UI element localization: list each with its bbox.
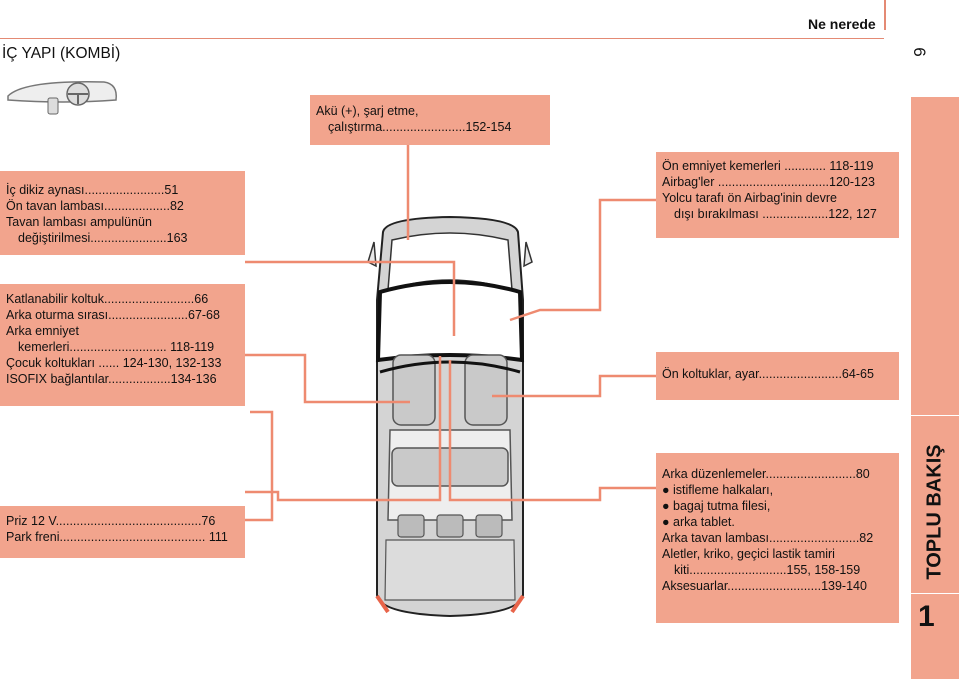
- leader-line-interior-mirror: [245, 260, 456, 336]
- callout-line: Akü (+), şarj etme,: [316, 104, 419, 118]
- leader-line-socket: [245, 410, 274, 522]
- callout-line: İç dikiz aynası.......................51: [6, 183, 179, 197]
- callout-line: Arka emniyet: [6, 324, 79, 338]
- van-body-illustration: [367, 215, 533, 618]
- callout-line: ISOFIX bağlantılar..................134-…: [6, 372, 217, 386]
- callout-line: Aksesuarlar...........................13…: [662, 579, 867, 593]
- chapter-number-divider: [911, 593, 959, 594]
- leader-line-rear-fittings: [448, 360, 656, 502]
- side-tab-divider: [911, 415, 959, 416]
- callout-line: Ön koltuklar, ayar......................…: [662, 367, 874, 381]
- callout-line: Priz 12 V...............................…: [6, 514, 216, 528]
- callout-line: Tavan lambası ampulünün: [6, 215, 152, 229]
- callout-battery: Akü (+), şarj etme, çalıştırma..........…: [310, 95, 550, 145]
- callout-line: Arka düzenlemeler.......................…: [662, 467, 870, 481]
- callout-front-seats: Ön koltuklar, ayar......................…: [656, 352, 899, 400]
- dashboard-icon: [7, 81, 117, 115]
- callout-line: ● arka tablet.: [662, 515, 735, 529]
- callout-line: kiti............................155, 158…: [674, 563, 861, 577]
- callout-interior-mirror: İç dikiz aynası.......................51…: [0, 171, 245, 255]
- callout-rear-fittings: Arka düzenlemeler.......................…: [656, 453, 899, 623]
- chapter-side-tab: [911, 97, 959, 679]
- callout-rear-seats: Katlanabilir koltuk.....................…: [0, 284, 245, 406]
- callout-socket-brake: Priz 12 V...............................…: [0, 506, 245, 558]
- callout-line: Katlanabilir koltuk.....................…: [6, 292, 209, 306]
- callout-line: ● bagaj tutma filesi,: [662, 499, 771, 513]
- chapter-number: 1: [918, 600, 935, 633]
- callout-line: Aletler, kriko, geçici lastik tamiri: [662, 547, 835, 561]
- callout-line: Ön tavan lambası...................82: [6, 199, 184, 213]
- callout-front-seatbelts: Ön emniyet kemerleri ............ 118-11…: [656, 152, 899, 238]
- callout-line: Yolcu tarafı ön Airbag'inin devre: [662, 191, 837, 205]
- header-title: Ne nerede: [808, 16, 876, 32]
- callout-leader-lines: [245, 145, 656, 522]
- callout-line: Çocuk koltukları ...... 124-130, 132-133: [6, 356, 222, 370]
- header-rule: [0, 38, 884, 39]
- callout-line: ● istifleme halkaları,: [662, 483, 774, 497]
- callout-line: Park freni..............................…: [6, 530, 228, 544]
- callout-line: Arka tavan lambası......................…: [662, 531, 874, 545]
- callout-line: dışı bırakılması ...................122,…: [674, 207, 877, 221]
- callout-line: Ön emniyet kemerleri ............ 118-11…: [662, 159, 874, 173]
- leader-line-front-seats: [492, 374, 656, 398]
- leader-line-rear-seats: [245, 353, 410, 404]
- callout-line: çalıştırma........................152-15…: [328, 120, 512, 134]
- callout-line: Arka oturma sırası......................…: [6, 308, 220, 322]
- section-title: İÇ YAPI (KOMBİ): [2, 45, 121, 62]
- header-divider: [884, 0, 886, 30]
- leader-line-front-seatbelts: [509, 198, 656, 322]
- leader-line-park-brake: [245, 356, 442, 502]
- callout-line: kemerleri............................ 11…: [18, 340, 215, 354]
- callout-line: değiştirilmesi......................163: [18, 231, 188, 245]
- callout-line: Airbag'ler .............................…: [662, 175, 875, 189]
